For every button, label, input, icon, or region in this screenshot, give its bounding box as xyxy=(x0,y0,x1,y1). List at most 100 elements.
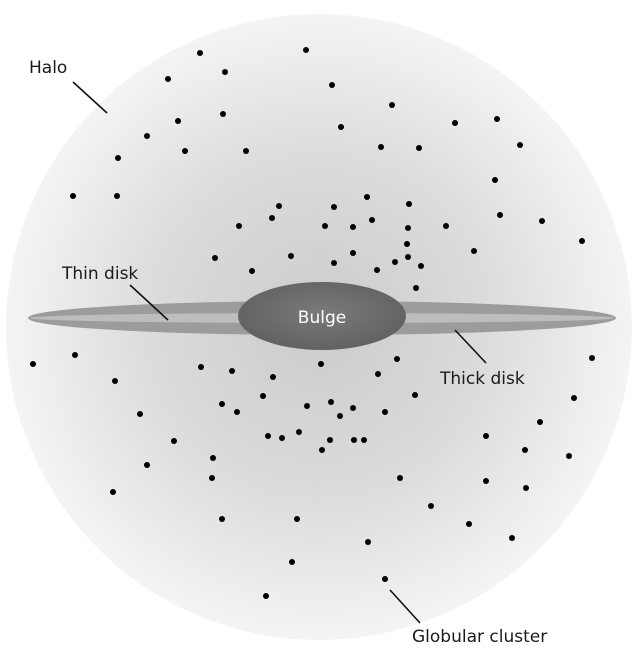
bulge-label: Bulge xyxy=(298,308,346,328)
globular-cluster-dot xyxy=(304,403,310,409)
globular-cluster-dot xyxy=(263,593,269,599)
bulge-shape xyxy=(238,282,406,350)
globular-cluster-dot xyxy=(571,395,577,401)
thick-disk-leader-line xyxy=(454,329,487,364)
globular-cluster-dot xyxy=(270,374,276,380)
globular-cluster-dot xyxy=(175,118,181,124)
globular-cluster-dot xyxy=(276,203,282,209)
globular-cluster-dot xyxy=(197,50,203,56)
globular-cluster-dot xyxy=(392,259,398,265)
globular-cluster-dot xyxy=(566,453,572,459)
globular-cluster-dot xyxy=(452,120,458,126)
globular-cluster-dot xyxy=(260,393,266,399)
globular-cluster-dot xyxy=(222,69,228,75)
globular-cluster-dot xyxy=(589,355,595,361)
globular-cluster-dot xyxy=(350,250,356,256)
globular-cluster-dot xyxy=(288,253,294,259)
globular-cluster-dot xyxy=(144,462,150,468)
halo-label: Halo xyxy=(29,58,67,78)
globular-cluster-dot xyxy=(483,433,489,439)
thin-disk-leader-line xyxy=(129,284,169,321)
globular-cluster-dot xyxy=(70,193,76,199)
globular-cluster-dot xyxy=(219,516,225,522)
globular-cluster-dot xyxy=(537,419,543,425)
globular-cluster-dot xyxy=(327,437,333,443)
globular-cluster-dot xyxy=(331,260,337,266)
globular-cluster-dot xyxy=(579,238,585,244)
globular-cluster-dot xyxy=(374,267,380,273)
globular-cluster-dot xyxy=(144,133,150,139)
globular-cluster-dot xyxy=(114,193,120,199)
globular-cluster-dot xyxy=(171,438,177,444)
globular-cluster-dot xyxy=(294,516,300,522)
globular-cluster-dot xyxy=(243,148,249,154)
globular-cluster-dot xyxy=(351,437,357,443)
globular-cluster-dot xyxy=(110,489,116,495)
globular-cluster-dot xyxy=(509,535,515,541)
globular-cluster-dot xyxy=(115,155,121,161)
globular-cluster-dot xyxy=(365,539,371,545)
globular-cluster-dot xyxy=(517,142,523,148)
globular-cluster-dot xyxy=(198,364,204,370)
globular-cluster-dot xyxy=(361,437,367,443)
globular-cluster-dot xyxy=(212,255,218,261)
globular-cluster-dot xyxy=(364,194,370,200)
globular-cluster-dot xyxy=(249,268,255,274)
globular-cluster-dot xyxy=(322,223,328,229)
globular-cluster-dot xyxy=(318,361,324,367)
globular-cluster-dot xyxy=(269,215,275,221)
globular-cluster-dot xyxy=(350,224,356,230)
globular-cluster-dot xyxy=(389,102,395,108)
globular-cluster-leader-line xyxy=(389,589,421,624)
globular-cluster-dot xyxy=(319,447,325,453)
globular-cluster-dot xyxy=(331,204,337,210)
globular-cluster-dot xyxy=(382,409,388,415)
globular-cluster-dot xyxy=(492,177,498,183)
globular-cluster-dot xyxy=(405,225,411,231)
globular-cluster-dot xyxy=(165,76,171,82)
globular-cluster-dot xyxy=(466,521,472,527)
globular-cluster-dot xyxy=(406,201,412,207)
globular-cluster-dot xyxy=(265,433,271,439)
globular-cluster-dot xyxy=(338,124,344,130)
globular-cluster-dot xyxy=(443,223,449,229)
globular-cluster-dot xyxy=(471,248,477,254)
globular-cluster-dot xyxy=(412,392,418,398)
globular-cluster-dot xyxy=(394,356,400,362)
globular-cluster-dot xyxy=(137,411,143,417)
globular-cluster-dot xyxy=(350,405,356,411)
globular-cluster-dot xyxy=(234,409,240,415)
thick-disk-label: Thick disk xyxy=(439,369,525,389)
globular-cluster-dot xyxy=(329,82,335,88)
globular-cluster-dot xyxy=(30,361,36,367)
globular-cluster-dot xyxy=(303,47,309,53)
globular-cluster-dot xyxy=(375,371,381,377)
globular-cluster-dot xyxy=(416,145,422,151)
globular-cluster-dot xyxy=(296,429,302,435)
globular-cluster-dot xyxy=(539,218,545,224)
globular-cluster-dot xyxy=(522,447,528,453)
globular-cluster-dot xyxy=(210,455,216,461)
globular-cluster-dot xyxy=(337,413,343,419)
globular-cluster-dot xyxy=(289,559,295,565)
globular-cluster-label: Globular cluster xyxy=(412,627,547,647)
globular-cluster-dot xyxy=(112,378,118,384)
globular-cluster-dot xyxy=(328,399,334,405)
globular-cluster-dot xyxy=(497,212,503,218)
globular-cluster-dot xyxy=(236,223,242,229)
globular-cluster-dot xyxy=(523,485,529,491)
globular-cluster-dot xyxy=(209,475,215,481)
globular-cluster-dot xyxy=(279,435,285,441)
globular-cluster-dot xyxy=(428,503,434,509)
globular-cluster-dot xyxy=(397,475,403,481)
globular-cluster-dot xyxy=(229,368,235,374)
globular-cluster-dot xyxy=(405,254,411,260)
globular-cluster-dot xyxy=(494,116,500,122)
halo-leader-line xyxy=(72,81,108,114)
globular-cluster-dot xyxy=(483,478,489,484)
globular-cluster-dot xyxy=(382,576,388,582)
globular-cluster-dot xyxy=(369,217,375,223)
globular-cluster-dot xyxy=(404,241,410,247)
